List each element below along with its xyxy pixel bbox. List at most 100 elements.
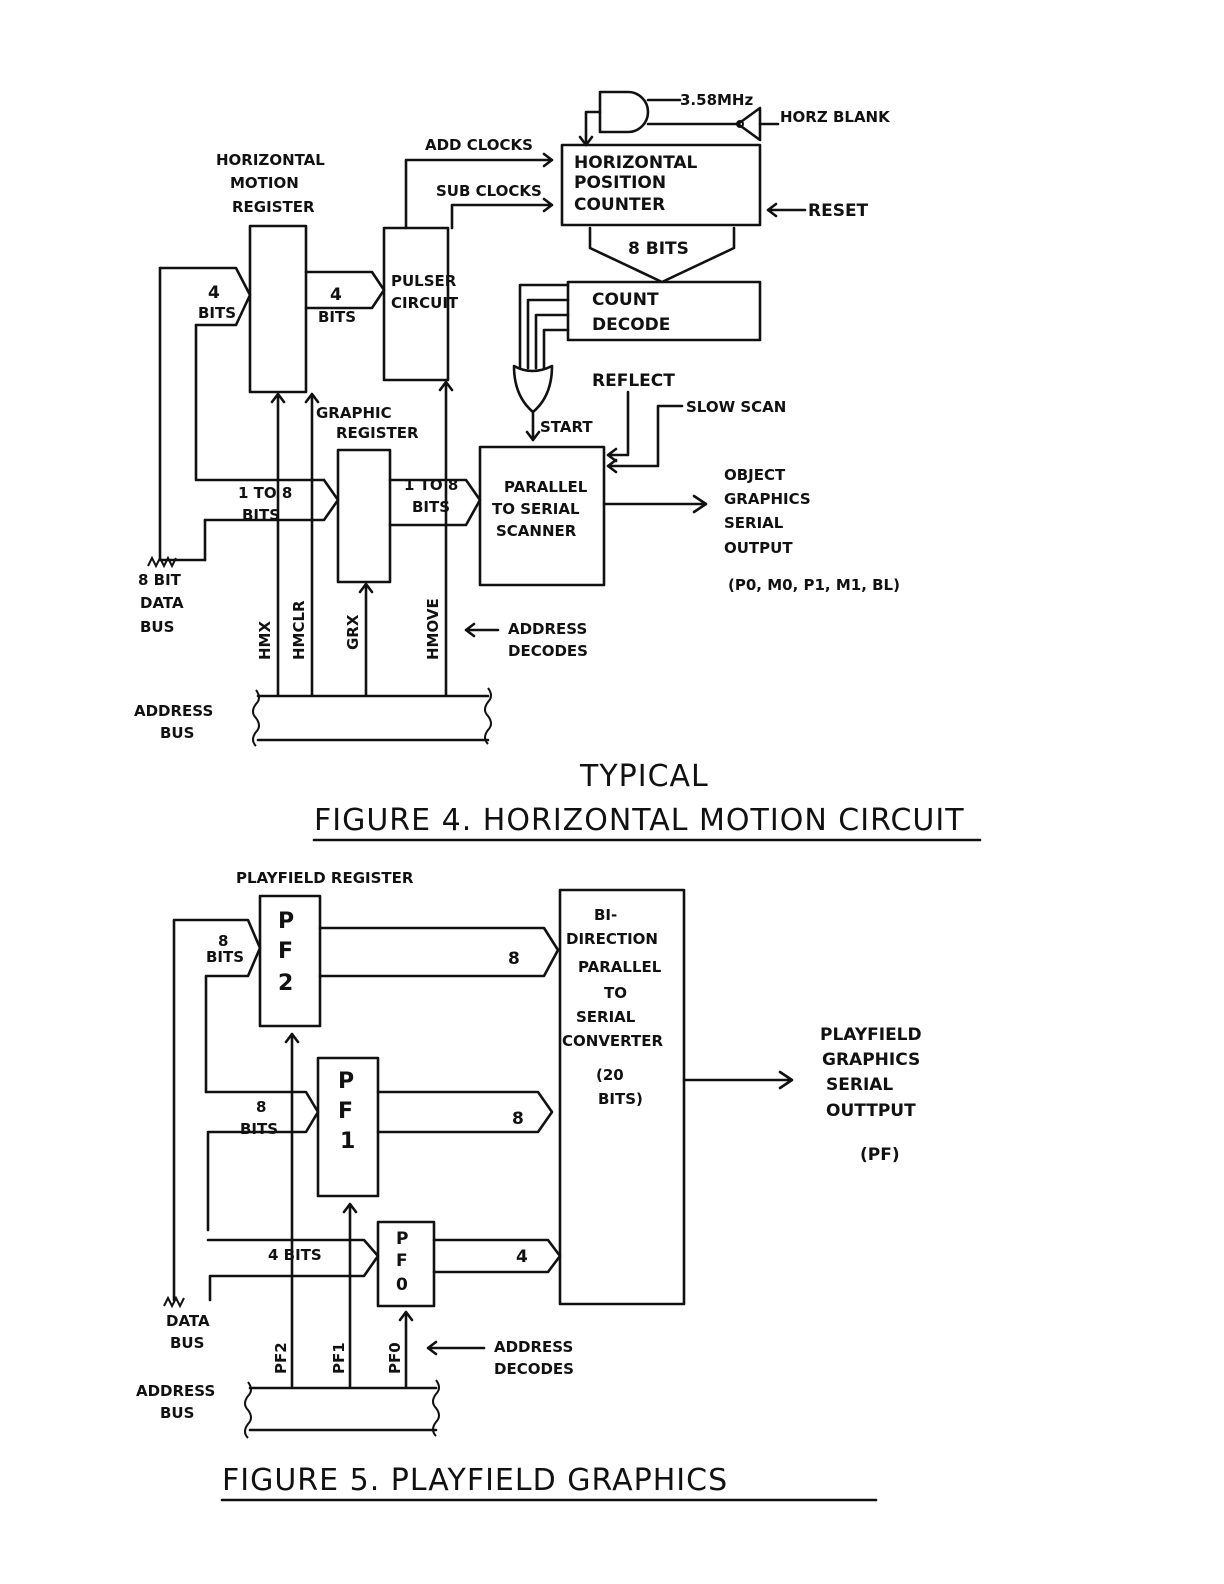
conv-l3: PARALLEL <box>578 958 662 976</box>
bits8-b-n: 8 <box>256 1098 266 1116</box>
bits8-b-t: BITS <box>240 1120 278 1138</box>
count-decode-label-1: COUNT <box>592 290 659 310</box>
address-bus <box>256 694 490 742</box>
add-clocks-wire <box>404 152 554 230</box>
sig-pf1: PF1 <box>330 1342 348 1374</box>
pf-out-l1: PLAYFIELD <box>820 1025 922 1045</box>
sig-hmclr: HMCLR <box>290 600 308 660</box>
out-label-1: OBJECT <box>724 466 786 484</box>
one-to-8-b-1: 1 TO 8 <box>404 476 458 494</box>
hmr-label-2: MOTION <box>230 174 299 192</box>
playfield-output-arrow <box>682 1070 794 1090</box>
pf-out-l4: OUTTPUT <box>826 1101 916 1121</box>
graphic-input-bus <box>203 478 340 522</box>
pf-addr-dec-l1: ADDRESS <box>494 1338 573 1356</box>
reflect-label: REFLECT <box>592 371 675 391</box>
pf-data-bus-l2: BUS <box>170 1334 204 1352</box>
slow-scan-label: SLOW SCAN <box>686 398 786 416</box>
conv-l2: DIRECTION <box>566 930 658 948</box>
horz-blank-label: HORZ BLANK <box>780 108 891 126</box>
slow-scan-wire <box>606 404 684 474</box>
address-decodes-arrow <box>464 622 500 638</box>
pf-out-l3: SERIAL <box>826 1075 893 1095</box>
pf1-l2: F <box>338 1099 353 1124</box>
out-label-3: SERIAL <box>724 514 784 532</box>
parallel-to-serial-scanner-box <box>478 445 606 587</box>
pf2-control-line <box>284 1032 300 1388</box>
pf0-box <box>376 1220 436 1308</box>
bits4-a-n: 4 <box>208 283 220 303</box>
count-decode-box <box>566 280 762 342</box>
pf1-control-line <box>342 1202 358 1388</box>
hmr-label-1: HORIZONTAL <box>216 151 325 169</box>
pf-out-l2: GRAPHICS <box>822 1050 920 1070</box>
object-output-arrow <box>602 494 708 514</box>
hpc-label-3: COUNTER <box>574 195 665 215</box>
pf-address-bus-break-right-icon <box>432 1379 440 1437</box>
fig4-title-line2: FIGURE 4. HORIZONTAL MOTION CIRCUIT <box>314 803 965 838</box>
pts-label-3: SCANNER <box>496 522 577 540</box>
pf-address-bus-break-left-icon <box>244 1381 252 1439</box>
sub-clocks-label: SUB CLOCKS <box>436 182 542 200</box>
start-wire <box>525 410 541 442</box>
pf-address-bus <box>248 1386 438 1432</box>
pts-label-2: TO SERIAL <box>492 500 580 518</box>
count-decode-label-2: DECODE <box>592 315 670 335</box>
out-label-5: (P0, M0, P1, M1, BL) <box>728 576 900 594</box>
pf-addr-bus-l1: ADDRESS <box>136 1382 215 1400</box>
hmr-to-pulser-bus <box>304 270 386 310</box>
databus-label-3: BUS <box>140 618 174 636</box>
conv-l5: SERIAL <box>576 1008 636 1026</box>
or-gate-icon <box>512 364 554 414</box>
pf2-l2: F <box>278 939 293 964</box>
grx-line <box>358 582 374 697</box>
conv-l1: BI- <box>594 906 617 924</box>
fig5-title: FIGURE 5. PLAYFIELD GRAPHICS <box>222 1463 728 1498</box>
pf1-box <box>316 1056 380 1198</box>
pf-addr-bus-l2: BUS <box>160 1404 194 1422</box>
bits8-a-n: 8 <box>218 932 228 950</box>
databus-label-1: 8 BIT <box>138 571 182 589</box>
hmclr-line <box>304 392 320 697</box>
graphic-label-2: REGISTER <box>336 424 419 442</box>
bus8-a: 8 <box>508 949 520 969</box>
hmx-line <box>270 392 286 697</box>
bits4-a-t: BITS <box>198 304 236 322</box>
bus4: 4 <box>516 1247 528 1267</box>
sig-hmove: HMOVE <box>424 598 442 660</box>
conv-l6: CONVERTER <box>562 1032 664 1050</box>
eight-bits-label: 8 BITS <box>628 239 689 259</box>
out-label-4: OUTPUT <box>724 539 793 557</box>
bits4-label: 4 BITS <box>268 1246 322 1264</box>
pf-register-label: PLAYFIELD REGISTER <box>236 869 414 887</box>
data-bus-to-graphic <box>194 323 326 482</box>
pf0-l1: P <box>396 1229 408 1249</box>
bits8-a-t: BITS <box>206 948 244 966</box>
pf0-control-line <box>398 1310 414 1388</box>
pf-addr-dec-l2: DECODES <box>494 1360 574 1378</box>
graphic-label-1: GRAPHIC <box>316 404 392 422</box>
out-label-2: GRAPHICS <box>724 490 811 508</box>
add-clocks-label: ADD CLOCKS <box>425 136 533 154</box>
addr-dec-label-1: ADDRESS <box>508 620 587 638</box>
pulser-label-2: CIRCUIT <box>391 294 459 312</box>
sig-grx: GRX <box>344 614 362 650</box>
conv-l8: BITS) <box>598 1090 643 1108</box>
bits4-b-t: BITS <box>318 308 356 326</box>
pf-data-bus <box>172 918 262 1302</box>
sig-pf2: PF2 <box>272 1342 290 1374</box>
sig-hmx: HMX <box>256 621 274 660</box>
pf2-output-bus <box>318 926 560 978</box>
horizontal-position-counter-box <box>560 143 762 227</box>
pf-out-l5: (PF) <box>860 1145 900 1165</box>
address-bus-break-left-icon <box>252 689 260 747</box>
pf1-output-bus <box>376 1090 554 1134</box>
pf2-box <box>258 894 322 1028</box>
pf1-input-bus <box>204 1090 320 1232</box>
sub-clocks-wire <box>450 197 554 230</box>
addr-bus-label-2: BUS <box>160 724 194 742</box>
hpc-label-2: POSITION <box>574 173 666 193</box>
pf2-l3: 2 <box>278 971 293 996</box>
reset-label: RESET <box>808 201 869 221</box>
hpc-label-1: HORIZONTAL <box>574 153 698 173</box>
